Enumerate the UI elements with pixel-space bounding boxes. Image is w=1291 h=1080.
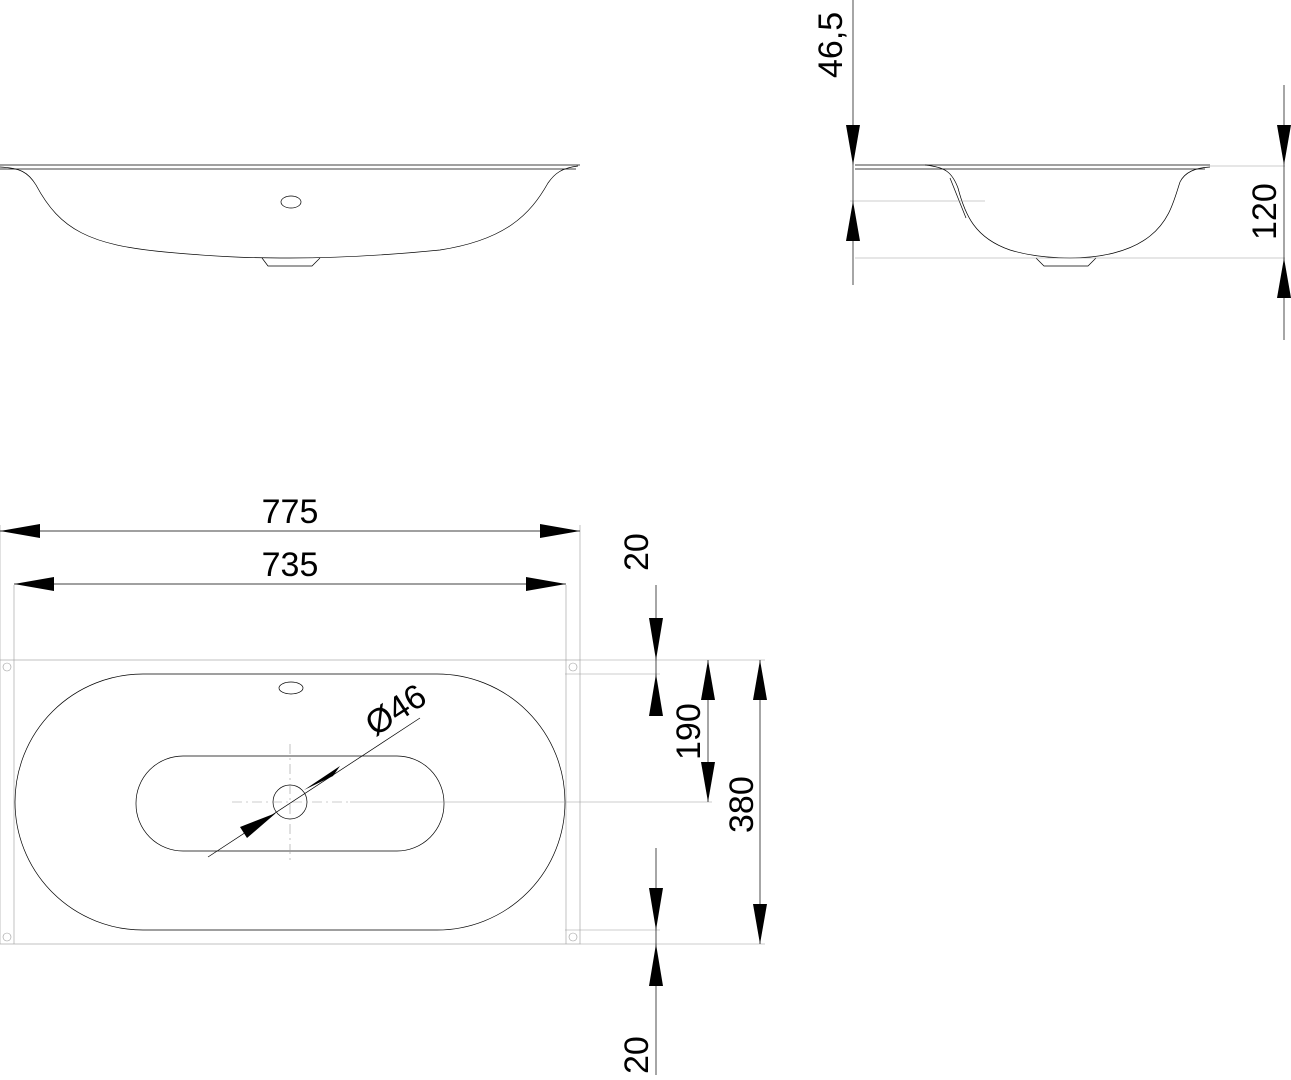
dimension-drain-offset: 190 xyxy=(670,660,715,802)
fixing-hole-br xyxy=(568,932,578,942)
overflow-hole-plan xyxy=(278,681,304,695)
dimension-label-top-margin: 20 xyxy=(618,533,656,571)
dimension-rim-offset: 46,5 xyxy=(812,0,860,285)
plan-view xyxy=(0,525,765,945)
dimension-top-margin: 20 xyxy=(618,533,663,716)
dimension-label-rim-offset: 46,5 xyxy=(812,12,850,78)
fixing-hole-tl xyxy=(2,662,12,672)
dimension-label-overall-depth: 380 xyxy=(723,776,761,833)
dimension-label-bowl-height: 120 xyxy=(1246,183,1284,240)
dimension-drain-diameter: Ø46 xyxy=(207,677,433,858)
dimension-label-overall-width: 775 xyxy=(262,493,319,531)
dimension-label-inner-width: 735 xyxy=(262,546,319,584)
dimension-overall-width: 775 xyxy=(0,493,580,538)
dimension-bowl-height: 120 xyxy=(1246,85,1291,340)
dimension-bottom-margin: 20 xyxy=(618,848,663,1075)
fixing-hole-bl xyxy=(2,932,12,942)
dimension-label-drain-offset: 190 xyxy=(670,703,708,760)
dimension-overall-depth: 380 xyxy=(723,660,767,944)
fixing-hole-tr xyxy=(568,662,578,672)
front-elevation-view xyxy=(0,164,580,267)
dimension-label-bottom-margin: 20 xyxy=(618,1036,656,1074)
dimension-inner-width: 735 xyxy=(14,546,566,591)
overflow-hole xyxy=(280,195,302,209)
side-elevation-view xyxy=(850,164,1285,267)
